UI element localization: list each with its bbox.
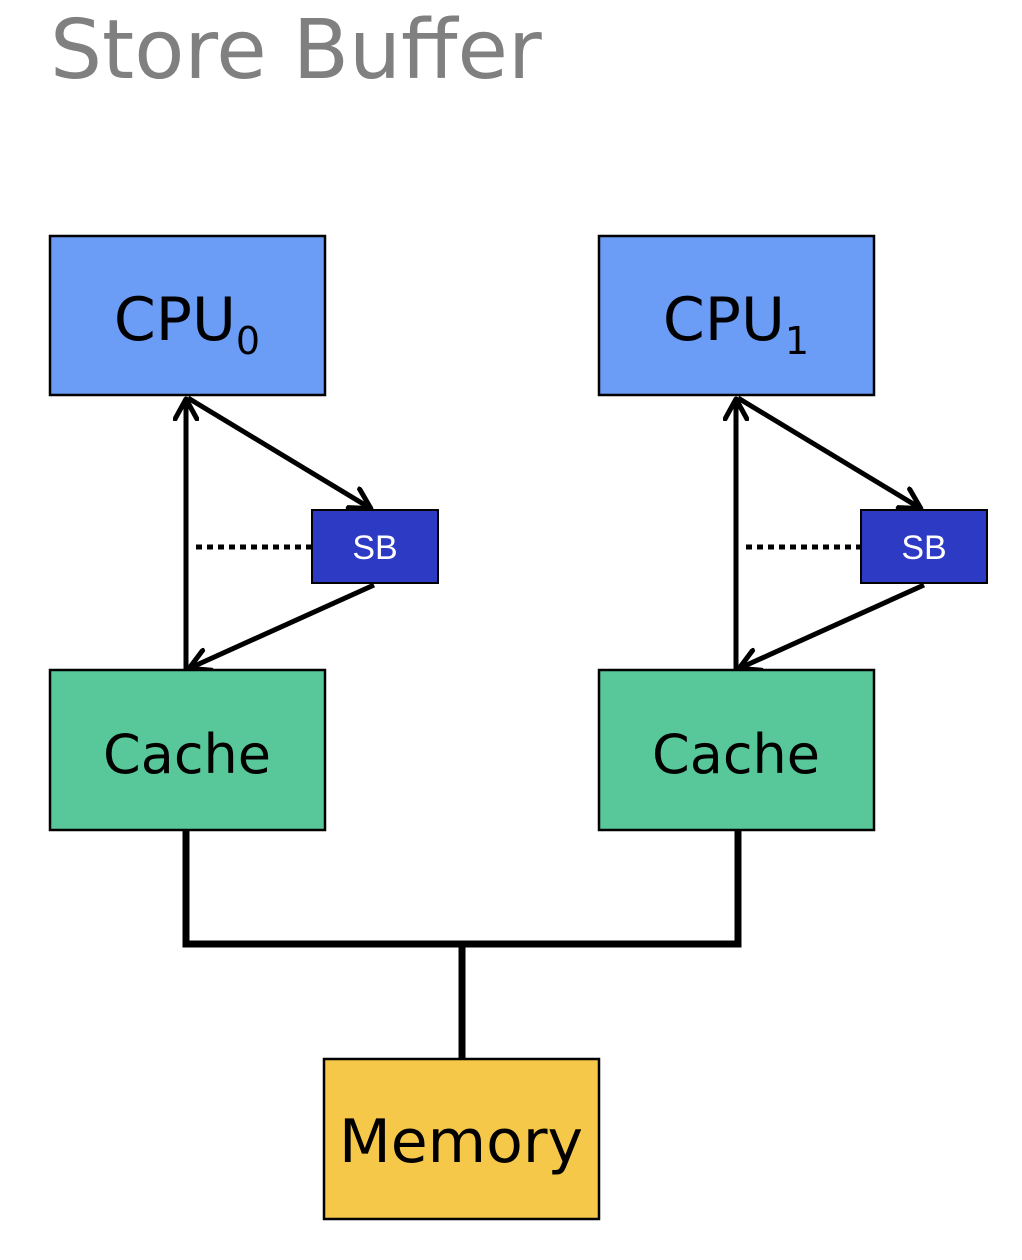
svg-text:CPU0: CPU0 (114, 285, 260, 363)
cache0-label: Cache (103, 723, 271, 786)
cpu0-label: CPU (114, 285, 236, 355)
svg-text:CPU1: CPU1 (663, 285, 809, 363)
cache1-label: Cache (652, 723, 820, 786)
cpu1-box: CPU1 (597, 234, 876, 397)
page-title: Store Buffer (50, 3, 542, 98)
cpu0-to-sb0-arrow (186, 395, 370, 508)
memory-bus (182, 830, 742, 948)
cache1-box: Cache (597, 668, 876, 832)
sb1-label: SB (901, 529, 946, 567)
sb0-box: SB (311, 509, 439, 584)
memory-label: Memory (339, 1107, 583, 1177)
sb1-to-cache1-arrow (740, 582, 926, 668)
sb0-label: SB (352, 529, 397, 567)
memory-box: Memory (322, 1057, 601, 1221)
cpu1-label: CPU (663, 285, 785, 355)
sb1-box: SB (860, 509, 988, 584)
cpu1-to-sb1-arrow (736, 395, 920, 508)
cpu0-subscript: 0 (236, 319, 260, 363)
sb0-to-cache0-arrow (190, 582, 376, 668)
cache0-box: Cache (48, 668, 327, 832)
cpu1-subscript: 1 (785, 319, 809, 363)
cpu0-box: CPU0 (48, 234, 327, 397)
